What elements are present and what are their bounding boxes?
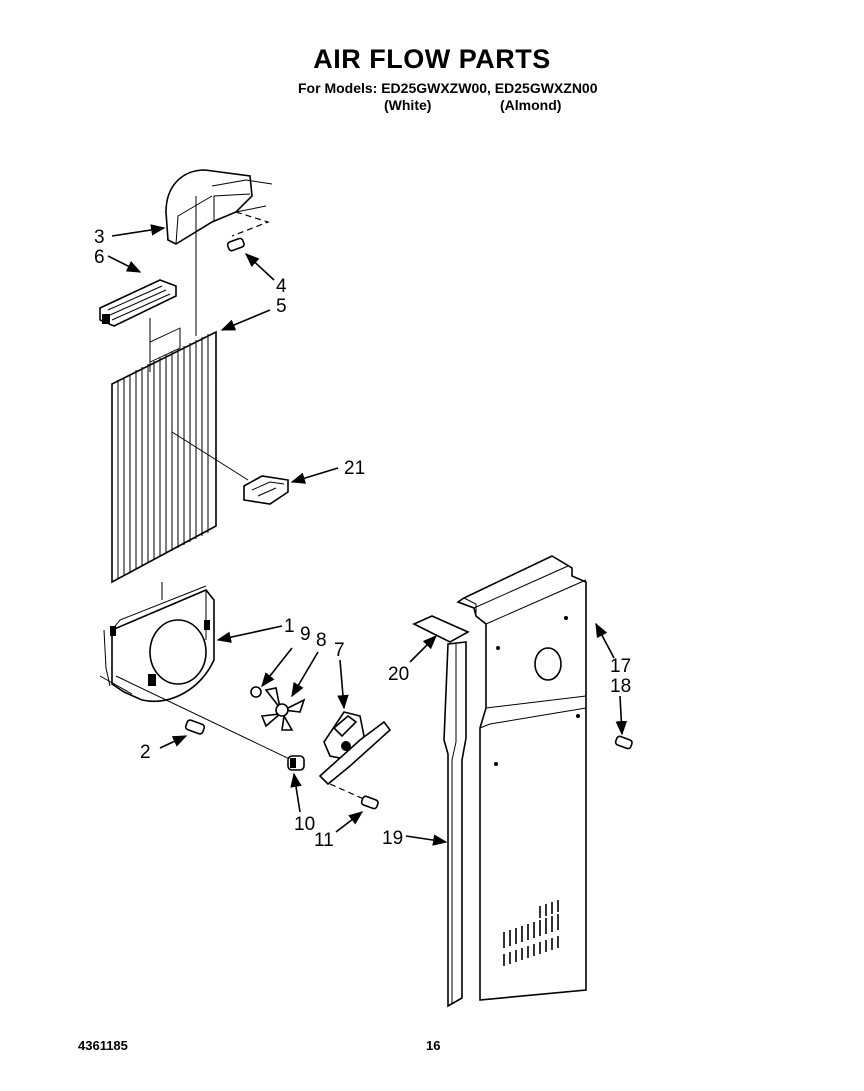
callout-8: 8 <box>316 630 327 651</box>
callout-9: 9 <box>300 624 311 645</box>
callout-21: 21 <box>344 458 365 479</box>
leader-lines <box>107 224 628 846</box>
part-grille <box>99 279 177 327</box>
variant-white: (White) <box>384 97 432 113</box>
callout-6: 6 <box>94 247 105 268</box>
part-channel <box>443 641 467 1008</box>
callout-3: 3 <box>94 227 105 248</box>
page-number: 16 <box>426 1038 441 1053</box>
part-fan-shroud <box>99 585 215 702</box>
part-clip <box>171 431 289 505</box>
part-rear-panel <box>456 555 587 1001</box>
callout-labels: 3 6 4 5 21 1 9 8 7 2 10 11 20 17 18 19 <box>94 227 631 851</box>
document-number: 4361185 <box>78 1038 128 1053</box>
part-screw-2 <box>184 719 206 735</box>
callout-20: 20 <box>388 664 409 685</box>
part-grommet <box>287 755 305 771</box>
callout-5: 5 <box>276 296 287 317</box>
callout-2: 2 <box>140 742 151 763</box>
part-strip-20 <box>412 615 470 643</box>
callout-10: 10 <box>294 814 315 835</box>
callout-19: 19 <box>382 828 403 849</box>
part-evaporator-cover <box>111 196 217 600</box>
part-air-duct <box>165 169 273 245</box>
part-fan-blade <box>260 687 306 731</box>
callout-17: 17 <box>610 656 631 677</box>
part-nut <box>250 686 262 698</box>
callout-7: 7 <box>334 640 345 661</box>
part-screw-11 <box>329 783 379 810</box>
vent-slots <box>503 900 559 966</box>
callout-11: 11 <box>314 830 334 851</box>
part-screw-18 <box>614 735 633 750</box>
variant-almond: (Almond) <box>500 97 562 113</box>
page-title: AIR FLOW PARTS <box>313 44 551 74</box>
models-line: For Models: ED25GWXZW00, ED25GWXZN00 <box>298 80 598 96</box>
part-fan-motor <box>318 711 392 786</box>
callout-18: 18 <box>610 676 631 697</box>
part-screw-4 <box>226 237 245 252</box>
callout-1: 1 <box>284 616 295 637</box>
callout-4: 4 <box>276 276 287 297</box>
